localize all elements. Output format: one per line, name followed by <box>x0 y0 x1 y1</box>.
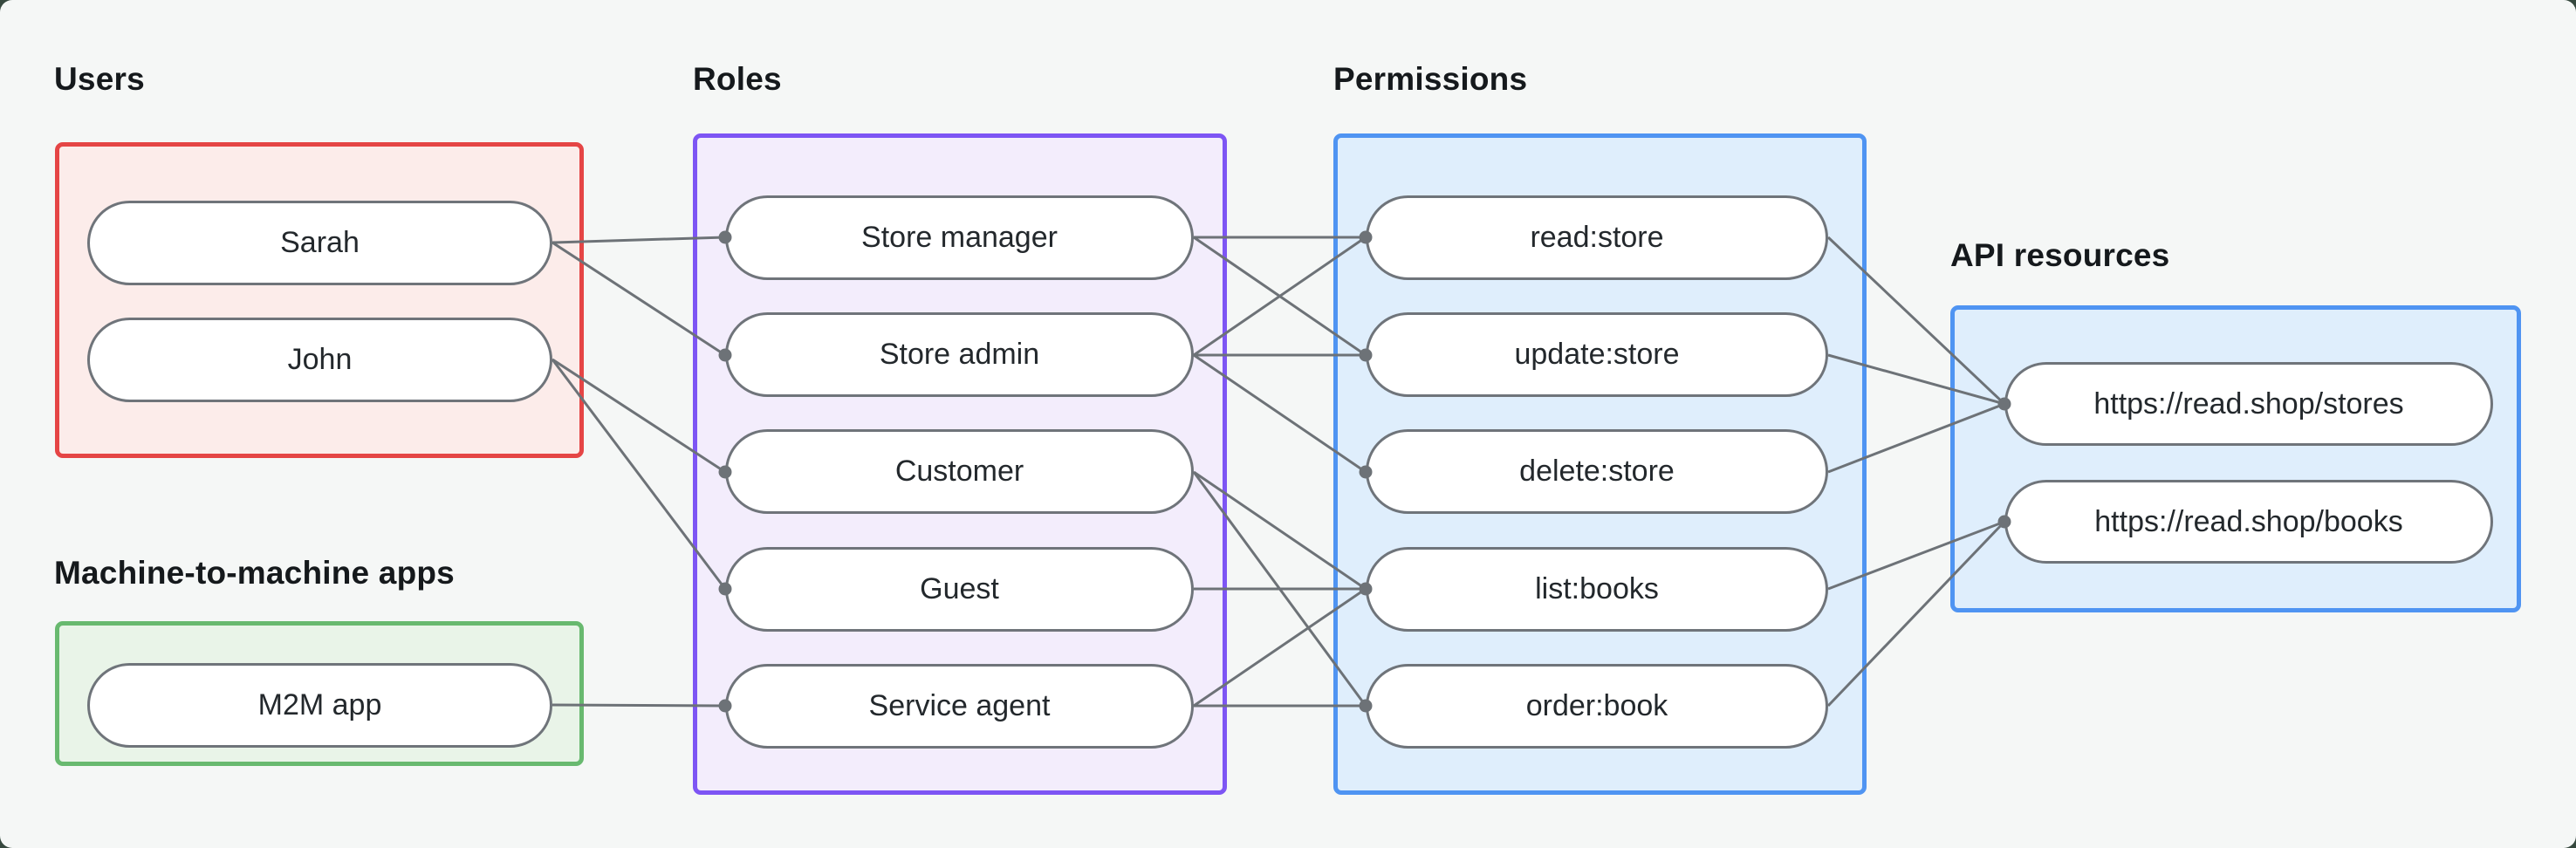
node-permission-read-store: read:store <box>1366 195 1828 280</box>
node-permission-order-book: order:book <box>1366 664 1828 749</box>
api-resources-group-box <box>1950 305 2521 612</box>
node-role-customer: Customer <box>725 429 1194 514</box>
node-permission-update-store: update:store <box>1366 312 1828 397</box>
users-group-label: Users <box>54 61 145 97</box>
node-role-store-manager: Store manager <box>725 195 1194 280</box>
permissions-group-label: Permissions <box>1333 61 1528 97</box>
node-user-sarah: Sarah <box>87 201 552 285</box>
node-role-store-admin: Store admin <box>725 312 1194 397</box>
node-role-guest: Guest <box>725 547 1194 632</box>
users-group-box <box>55 142 584 458</box>
node-api-resource-stores: https://read.shop/stores <box>2004 362 2493 446</box>
node-api-resource-books: https://read.shop/books <box>2004 480 2493 564</box>
node-role-service-agent: Service agent <box>725 664 1194 749</box>
node-permission-delete-store: delete:store <box>1366 429 1828 514</box>
roles-group-label: Roles <box>693 61 782 97</box>
m2m-group-label: Machine-to-machine apps <box>54 555 455 591</box>
node-permission-list-books: list:books <box>1366 547 1828 632</box>
api-resources-group-label: API resources <box>1950 237 2170 273</box>
node-m2m-app: M2M app <box>87 663 552 748</box>
node-user-john: John <box>87 318 552 402</box>
